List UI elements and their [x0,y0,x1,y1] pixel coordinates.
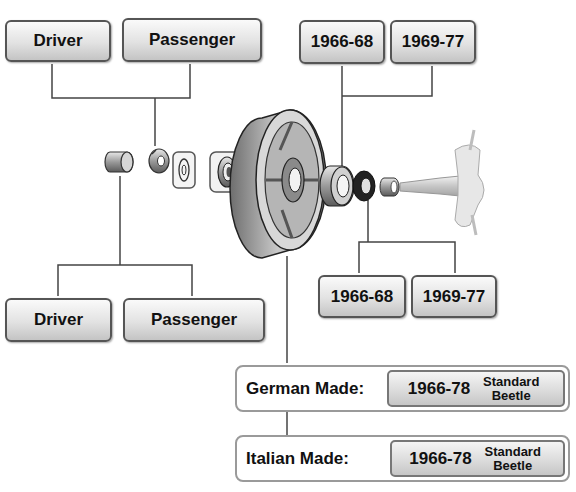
brake-drum [230,110,326,258]
option-button: Driver [5,20,111,62]
option-button: Driver [5,298,112,342]
origin-panel: German Made: 1966-78 Standard Beetle [235,365,570,412]
option-button: Passenger [122,18,262,62]
model-box: 1966-78 Standard Beetle [387,370,565,407]
inner-bearing [320,166,354,206]
panel-heading: Italian Made: [246,449,349,469]
box-label: 1966-68 [311,32,373,52]
leader-lines [52,64,455,363]
panel-heading: German Made: [246,379,364,399]
dust-cap [105,152,133,172]
spindle [400,130,484,235]
option-button: Passenger [123,298,265,342]
model-box: 1966-78 Standard Beetle [390,440,565,477]
box-label: Passenger [151,310,237,330]
origin-panel: Italian Made: 1966-78 Standard Beetle [235,435,570,482]
model-name: Standard Beetle [480,445,546,472]
box-label: 1969-77 [402,32,464,52]
spacer-ring [380,178,399,196]
option-button: 1966-68 [318,275,406,318]
model-name: Standard Beetle [478,375,544,402]
box-label: 1969-77 [423,287,485,307]
box-label: 1966-68 [331,287,393,307]
box-label: Passenger [149,30,235,50]
clamp-nut [149,149,169,173]
connector-line [286,412,288,435]
box-label: 1966-78 [409,449,471,469]
box-label: Driver [34,310,83,330]
option-button: 1966-68 [299,20,385,64]
option-button: 1969-77 [411,275,497,318]
thrust-washer [173,152,195,188]
box-label: 1966-78 [408,379,470,399]
grease-seal [353,171,375,201]
box-label: Driver [33,31,82,51]
option-button: 1969-77 [390,20,476,64]
